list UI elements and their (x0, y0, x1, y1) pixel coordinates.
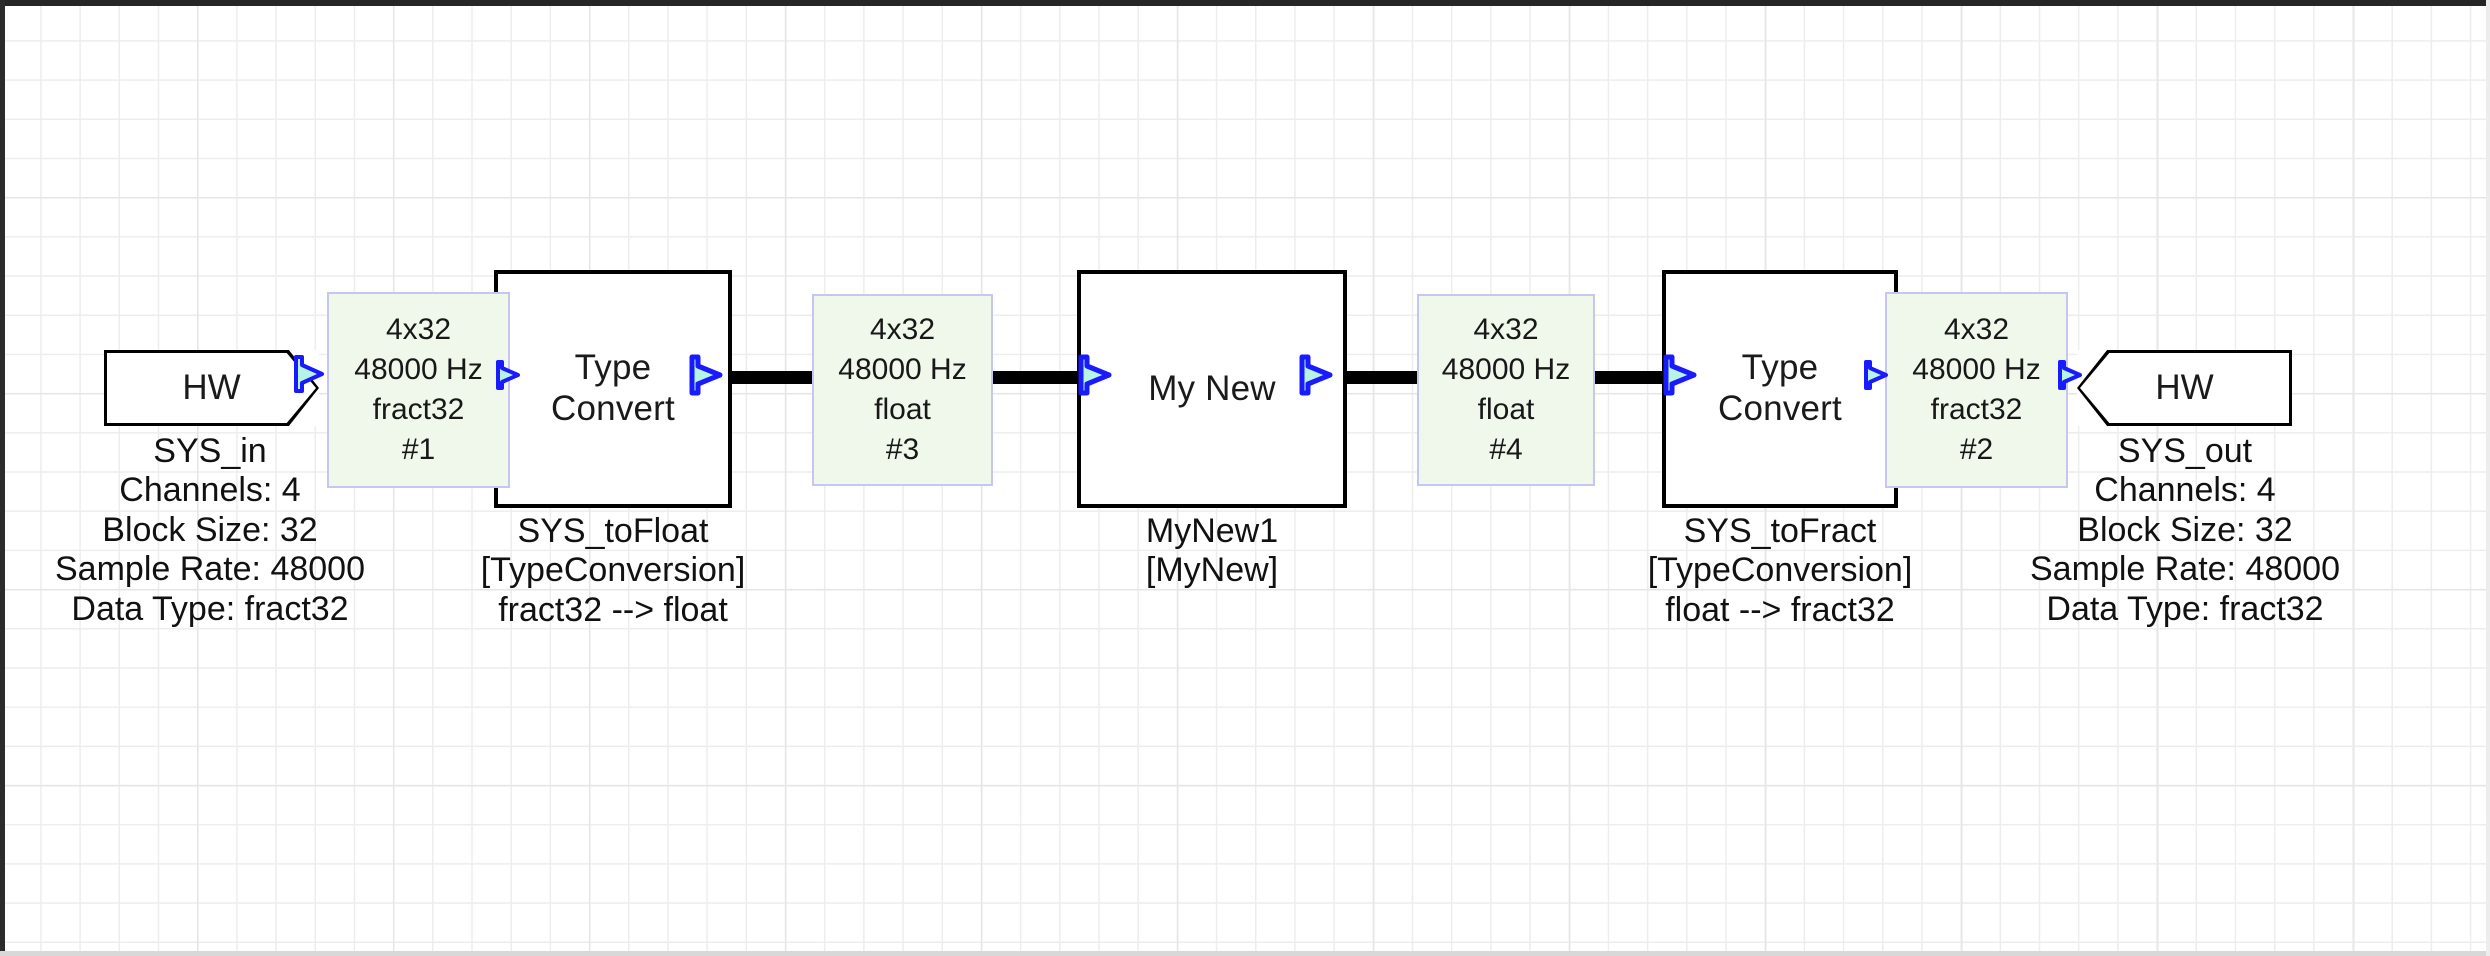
block-sys-out[interactable]: HW (2077, 350, 2292, 426)
caption-line: Block Size: 32 (2077, 510, 2293, 549)
signal-index: #2 (1959, 432, 1994, 466)
window-bottom-edge (0, 951, 2490, 956)
signal-type: fract32 (372, 393, 465, 426)
caption-line: MyNew1 (1145, 512, 1279, 550)
window-left-edge (0, 0, 5, 956)
caption-sys-tofract: SYS_toFract [TypeConversion] float --> f… (1530, 512, 2030, 630)
window-top-edge (0, 0, 2490, 6)
block-sys-tofloat-label: Type Convert (551, 348, 675, 429)
wire-mynew-to-sig4[interactable] (1334, 371, 1434, 384)
label-line: My New (1148, 368, 1276, 408)
caption-sys-in: SYS_in Channels: 4 Block Size: 32 Sample… (0, 432, 460, 629)
caption-line: Data Type: fract32 (2046, 589, 2324, 628)
block-mynew1[interactable]: My New (1077, 270, 1347, 508)
signal-rate: 48000 Hz (1912, 353, 2041, 387)
caption-line: Block Size: 32 (102, 510, 318, 549)
caption-sys-tofloat: SYS_toFloat [TypeConversion] fract32 -->… (363, 512, 863, 630)
signal-dims: 4x32 (1943, 313, 2010, 347)
signal-label-1[interactable]: 4x32 48000 Hz fract32 #1 (327, 292, 510, 488)
signal-index: #3 (885, 432, 920, 466)
label-line: Convert (551, 389, 675, 428)
label-line: Type (1741, 348, 1819, 388)
signal-label-3[interactable]: 4x32 48000 Hz float #3 (812, 294, 993, 486)
caption-sys-out: SYS_out Channels: 4 Block Size: 32 Sampl… (1935, 432, 2435, 629)
sys-out-shape (2077, 350, 2292, 426)
signal-dims: 4x32 (869, 313, 936, 347)
caption-line: SYS_in (153, 432, 267, 470)
sys-in-shape (104, 350, 319, 426)
caption-line: SYS_out (2117, 432, 2253, 470)
caption-line: Sample Rate: 48000 (2030, 550, 2340, 589)
sys-in-label: HW (182, 368, 241, 407)
label-line: Type (574, 348, 652, 388)
label-line: Convert (1718, 389, 1842, 428)
wire-sig3-to-mynew[interactable] (980, 371, 1095, 384)
caption-line: Channels: 4 (2094, 471, 2276, 510)
signal-dims: 4x32 (1473, 313, 1539, 347)
block-sys-in[interactable]: HW (104, 350, 319, 426)
signal-index: #4 (1489, 432, 1523, 466)
signal-label-2[interactable]: 4x32 48000 Hz fract32 #2 (1885, 292, 2068, 488)
caption-line: Data Type: fract32 (71, 589, 349, 628)
signal-type: float (874, 393, 931, 426)
signal-label-4[interactable]: 4x32 48000 Hz float #4 (1417, 294, 1595, 486)
signal-dims: 4x32 (385, 313, 452, 347)
sys-out-label: HW (2155, 368, 2214, 407)
block-sys-tofloat[interactable]: Type Convert (494, 270, 732, 508)
signal-rate: 48000 Hz (354, 353, 483, 387)
caption-line: SYS_toFloat (517, 512, 709, 550)
caption-mynew1: MyNew1 [MyNew] (962, 512, 1462, 591)
caption-line: [TypeConversion] (480, 551, 746, 590)
signal-index: #1 (401, 432, 436, 466)
caption-line: fract32 --> float (498, 590, 728, 629)
caption-line: Sample Rate: 48000 (55, 550, 365, 589)
window-right-edge (2486, 0, 2490, 956)
block-sys-tofract[interactable]: Type Convert (1662, 270, 1898, 508)
wire-tofloat-to-sig3[interactable] (726, 371, 826, 384)
caption-line: [MyNew] (1145, 551, 1279, 590)
signal-type: fract32 (1930, 393, 2023, 426)
block-sys-tofract-label: Type Convert (1718, 348, 1842, 429)
signal-rate: 48000 Hz (838, 353, 967, 387)
signal-rate: 48000 Hz (1441, 353, 1571, 387)
caption-line: Channels: 4 (119, 471, 301, 510)
caption-line: SYS_toFract (1683, 512, 1877, 550)
caption-line: float --> fract32 (1665, 590, 1895, 629)
caption-line: [TypeConversion] (1647, 551, 1913, 590)
block-mynew1-label: My New (1148, 369, 1276, 410)
signal-type: float (1477, 393, 1535, 426)
